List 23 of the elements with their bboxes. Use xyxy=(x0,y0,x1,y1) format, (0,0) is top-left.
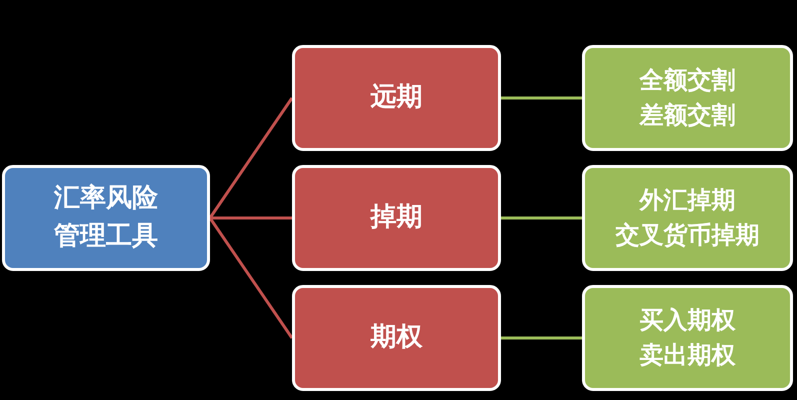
box-label: 外汇掉期 xyxy=(640,185,736,216)
box-label: 差额交割 xyxy=(640,100,736,131)
leaf-box xyxy=(582,165,793,271)
box-label: 汇率风险管理工具 xyxy=(52,182,159,253)
connector-line xyxy=(208,97,294,219)
box-label: 掉期 xyxy=(370,201,422,234)
connector-line xyxy=(501,96,582,100)
connector-line xyxy=(501,216,582,220)
box-label: 卖出期权 xyxy=(640,340,736,371)
box-label: 远期 xyxy=(370,81,422,114)
connector-line xyxy=(210,216,292,220)
branch-box xyxy=(292,285,501,391)
leaf-box xyxy=(582,45,793,151)
branch-box xyxy=(292,165,501,271)
box-label: 买入期权 xyxy=(640,305,736,336)
connector-line xyxy=(501,336,582,340)
box-label: 期权 xyxy=(370,321,422,354)
root-box xyxy=(2,165,210,271)
branch-box xyxy=(292,45,501,151)
box-label: 交叉货币掉期 xyxy=(616,220,760,251)
leaf-box xyxy=(582,285,793,391)
box-label: 全额交割 xyxy=(640,65,736,96)
connector-line xyxy=(208,217,294,339)
